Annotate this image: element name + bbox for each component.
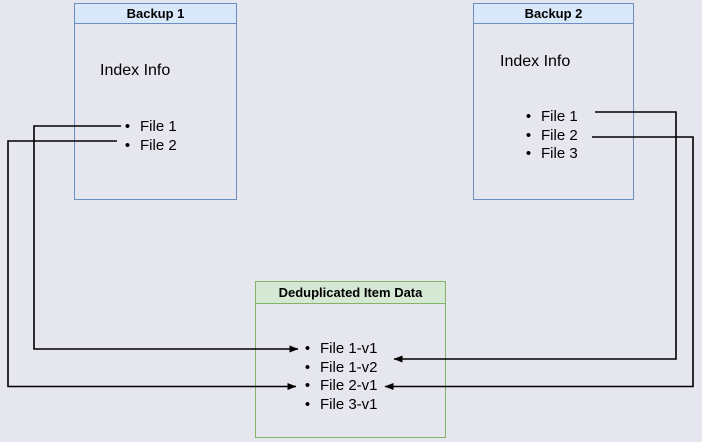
- file-label: File 1-v2: [320, 358, 378, 376]
- file-label: File 3-v1: [320, 395, 378, 413]
- file-label: File 1: [541, 107, 578, 125]
- backup2-title: Backup 2: [474, 4, 633, 24]
- bullet-icon: •: [304, 358, 311, 376]
- bullet-icon: •: [304, 339, 311, 357]
- backup1-index-info-label: Index Info: [100, 62, 171, 79]
- bullet-icon: •: [304, 395, 311, 413]
- list-item: • File 1-v2: [300, 358, 378, 377]
- bullet-icon: •: [525, 126, 532, 144]
- bullet-icon: •: [525, 145, 532, 163]
- dedup-title: Deduplicated Item Data: [256, 282, 445, 304]
- list-item: • File 2-v1: [300, 376, 378, 395]
- backup1-title: Backup 1: [75, 4, 236, 24]
- bullet-icon: •: [124, 117, 131, 135]
- file-label: File 3: [541, 145, 578, 163]
- backup2-box: Backup 2: [473, 3, 634, 200]
- backup1-box: Backup 1: [74, 3, 237, 200]
- file-label: File 1-v1: [320, 339, 378, 357]
- list-item: • File 1-v1: [300, 339, 378, 358]
- file-label: File 1: [140, 117, 177, 135]
- dedup-file-list: • File 1-v1 • File 1-v2 • File 2-v1 • Fi…: [300, 339, 378, 414]
- file-label: File 2-v1: [320, 377, 378, 395]
- backup2-file-list: • File 1 • File 2 • File 3: [521, 107, 578, 163]
- list-item: • File 2: [521, 126, 578, 145]
- bullet-icon: •: [304, 377, 311, 395]
- backup1-file-list: • File 1 • File 2: [120, 117, 177, 154]
- list-item: • File 1: [120, 117, 177, 136]
- bullet-icon: •: [124, 136, 131, 154]
- list-item: • File 3-v1: [300, 395, 378, 414]
- file-label: File 2: [140, 136, 177, 154]
- backup2-index-info-label: Index Info: [500, 53, 571, 70]
- bullet-icon: •: [525, 107, 532, 125]
- list-item: • File 2: [120, 136, 177, 155]
- list-item: • File 3: [521, 144, 578, 163]
- file-label: File 2: [541, 126, 578, 144]
- list-item: • File 1: [521, 107, 578, 126]
